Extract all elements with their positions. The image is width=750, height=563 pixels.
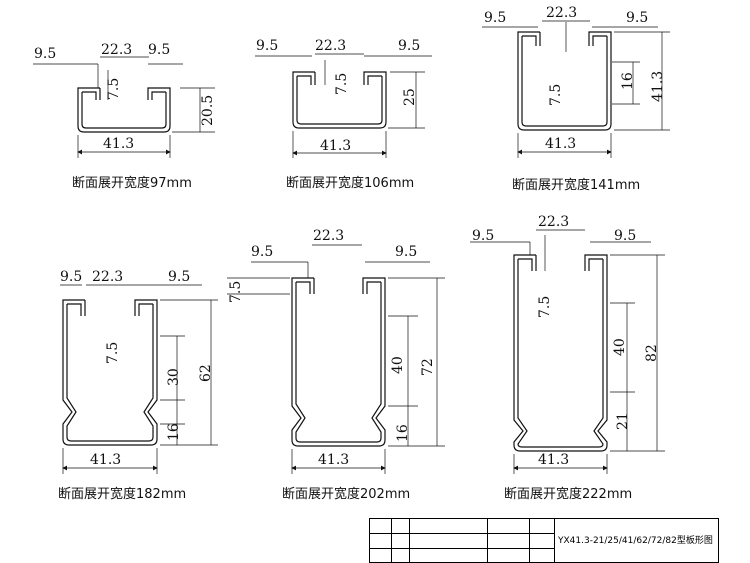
profile-106 [255, 53, 432, 158]
p3-lip-left: 9.5 [484, 10, 506, 26]
p2-lip-depth: 7.5 [334, 73, 350, 95]
profile-222-dims: 9.5 22.3 9.5 7.5 40 21 82 41.3 [472, 214, 660, 468]
profile-141-outline [517, 31, 612, 131]
p2-lip-right: 9.5 [398, 38, 420, 54]
title-block-col [409, 518, 410, 563]
p6-lower: 21 [615, 412, 631, 430]
profile-182-outline [62, 299, 158, 446]
title-block-col [391, 518, 392, 563]
profile-106-outline [292, 71, 387, 129]
p4-upper: 30 [166, 368, 182, 386]
p5-lip-left: 9.5 [251, 244, 273, 260]
profile-141-dims: 9.5 22.3 9.5 7.5 16 41.3 41.3 [484, 5, 666, 152]
p3-lip-depth: 7.5 [548, 84, 564, 106]
p1-lip-depth: 7.5 [106, 78, 122, 100]
p3-step: 16 [620, 72, 636, 90]
p3-lip-right: 9.5 [626, 10, 648, 26]
drawing-title: YX41.3-21/25/41/62/72/82型板形图 [558, 536, 713, 546]
profile-202-outline [291, 277, 386, 447]
caption-97: 断面展开宽度97mm [72, 176, 192, 191]
p5-height: 72 [420, 358, 436, 376]
title-block: YX41.3-21/25/41/62/72/82型板形图 [369, 518, 719, 563]
p5-lip-depth: 7.5 [228, 281, 244, 303]
p6-upper: 40 [612, 338, 628, 356]
p4-lip-left: 9.5 [60, 269, 82, 285]
p3-height: 41.3 [650, 71, 666, 102]
profile-97-outline [77, 87, 171, 133]
profile-182 [60, 284, 218, 474]
p6-height: 82 [644, 344, 660, 362]
p1-lip-right: 9.5 [148, 42, 170, 58]
caption-202: 断面展开宽度202mm [282, 487, 411, 502]
p5-width: 41.3 [318, 452, 349, 468]
p4-lip-right: 9.5 [168, 269, 190, 285]
p5-lower: 16 [395, 424, 411, 442]
p2-opening: 22.3 [315, 38, 346, 54]
p5-opening: 22.3 [313, 228, 344, 244]
p1-height: 20.5 [200, 95, 216, 126]
caption-222: 断面展开宽度222mm [504, 487, 633, 502]
p3-width: 41.3 [545, 136, 576, 152]
p5-lip-right: 9.5 [395, 244, 417, 260]
p6-lip-depth: 7.5 [537, 296, 553, 318]
caption-182: 断面展开宽度182mm [58, 487, 187, 502]
p5-upper: 40 [390, 356, 406, 374]
p6-opening: 22.3 [538, 214, 569, 230]
p2-width: 41.3 [320, 138, 351, 154]
p6-lip-right: 9.5 [614, 228, 636, 244]
p1-opening: 22.3 [101, 42, 132, 58]
p2-height: 25 [402, 88, 418, 106]
title-block-col [529, 518, 530, 563]
profile-106-dims: 9.5 22.3 9.5 7.5 25 41.3 [256, 38, 420, 154]
p1-width: 41.3 [103, 136, 134, 152]
p6-lip-left: 9.5 [472, 228, 494, 244]
p4-lower: 16 [166, 423, 182, 441]
p1-lip-left: 9.5 [34, 46, 56, 62]
caption-106: 断面展开宽度106mm [286, 176, 415, 191]
profile-222 [470, 229, 665, 474]
p4-height: 62 [198, 364, 214, 382]
p6-width: 41.3 [538, 452, 569, 468]
profile-202 [227, 244, 445, 474]
p2-lip-left: 9.5 [256, 38, 278, 54]
profile-97-dims: 9.5 22.3 9.5 7.5 20.5 41.3 [34, 42, 216, 152]
p4-width: 41.3 [90, 452, 121, 468]
title-block-col [487, 518, 488, 563]
title-block-row [369, 548, 554, 549]
profile-97 [33, 56, 215, 158]
title-block-row [369, 533, 554, 534]
profile-222-outline [513, 254, 608, 452]
title-block-col [554, 518, 555, 563]
p3-opening: 22.3 [546, 5, 577, 21]
profile-182-dims: 9.5 22.3 9.5 7.5 30 16 62 41.3 [60, 269, 214, 468]
caption-141: 断面展开宽度141mm [512, 178, 641, 193]
profile-141 [482, 20, 670, 158]
p4-lip-depth: 7.5 [105, 342, 121, 364]
p4-opening: 22.3 [92, 269, 123, 285]
profile-202-dims: 9.5 22.3 9.5 7.5 40 16 72 41.3 [228, 228, 436, 468]
